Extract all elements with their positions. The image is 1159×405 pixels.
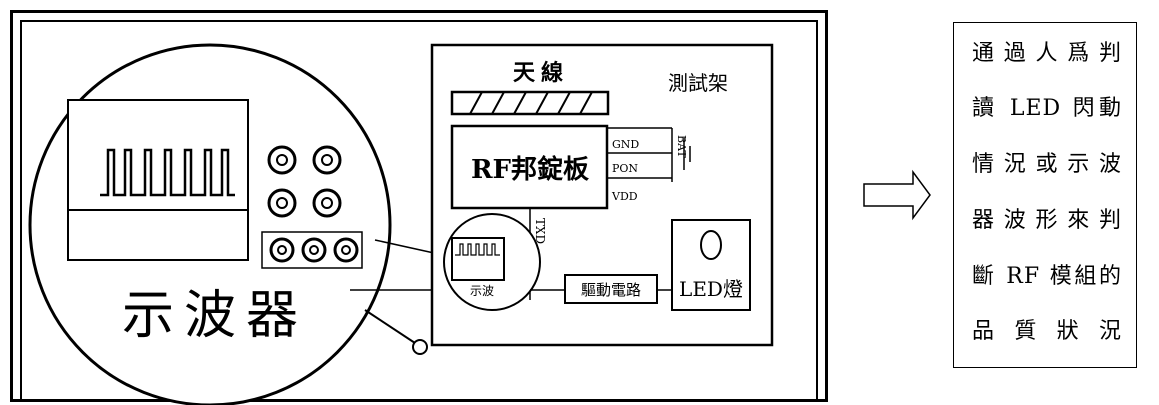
led-label: LED燈: [679, 277, 743, 301]
note-box: 通過人爲判 讀 LED 閃動 情況或示波 器波形來判 斷 RF 模組的 品 質 …: [953, 22, 1137, 368]
txd-label: TXD: [533, 218, 547, 244]
right-arrow-icon: [863, 169, 931, 221]
small-scope-label: 示波: [470, 284, 494, 298]
note-line: 讀 LED 閃動: [972, 96, 1122, 121]
oscilloscope-knobs: [267, 145, 359, 263]
note-line: 通過人爲判: [972, 41, 1122, 66]
oscilloscope-label: 示波器: [122, 286, 308, 346]
led-box: [671, 219, 751, 311]
antenna-coil: [450, 90, 610, 116]
note-line: 情況或示波: [972, 152, 1122, 177]
battery-label: BAT: [675, 135, 688, 158]
pin-pon: PON: [612, 162, 638, 175]
diagram-frame-outer: [10, 10, 828, 402]
pin-vdd: VDD: [611, 190, 638, 203]
magnifier-leader: [364, 309, 419, 346]
fixture-label: 測試架: [668, 71, 728, 95]
rf-board-label: RF邦錠板: [471, 154, 589, 185]
note-line: 品 質 狀 況: [972, 319, 1122, 344]
knob-panel: [261, 231, 363, 269]
led-icon: [700, 230, 722, 260]
oscilloscope-screen: [67, 99, 249, 261]
note-line: 器波形來判: [972, 208, 1122, 233]
drive-circuit-box: [564, 274, 658, 304]
drive-circuit-label: 驅動電路: [581, 281, 641, 299]
diagram-frame-inner: [20, 20, 818, 402]
antenna-label: 天線: [513, 60, 569, 86]
pulse-waveform: [100, 148, 235, 197]
note-line: 斷 RF 模組的: [972, 264, 1122, 289]
pin-gnd: GND: [612, 138, 639, 151]
magnifier-handle: [412, 339, 428, 355]
